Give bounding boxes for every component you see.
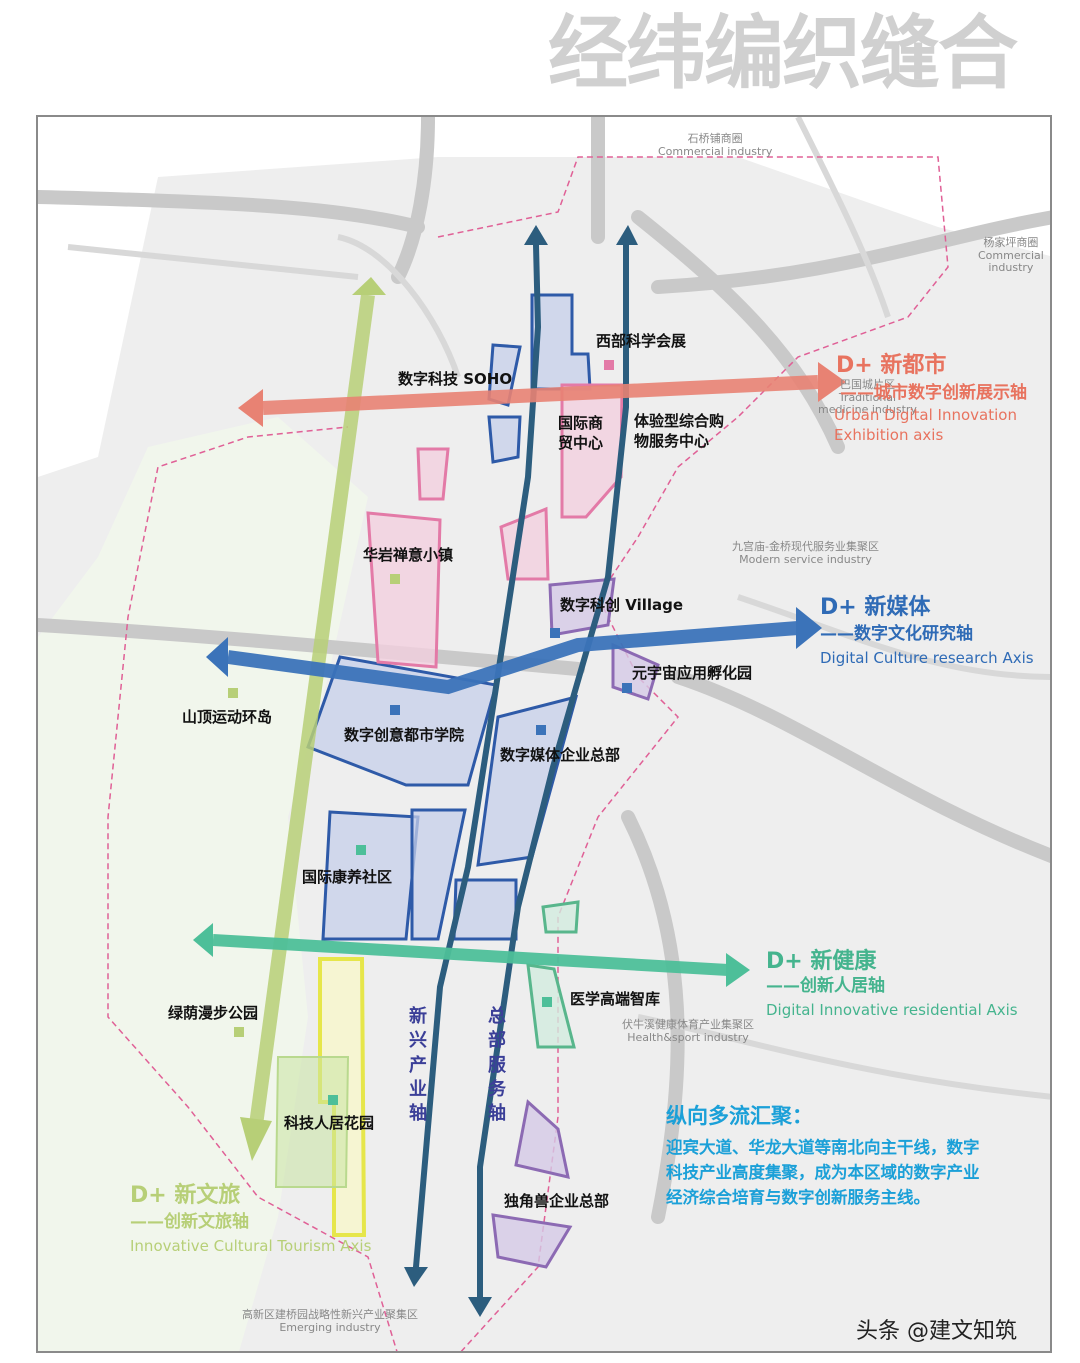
area-yangjiaping: 杨家坪商圈 Commercial industry: [978, 236, 1044, 275]
node-digital-creative-academy: 数字创意都市学院: [344, 726, 465, 744]
node-digital-media-hq: 数字媒体企业总部: [500, 746, 621, 764]
axis-urban-arrow-left: [238, 389, 263, 427]
area-funiuxi: 伏牛溪健康体育产业集聚区 Health&sport industry: [622, 1018, 754, 1044]
area-gaoxin-cn: 高新区建桥园战略性新兴产业聚集区: [242, 1308, 418, 1321]
area-jiugongmiao: 九宫庙-金桥现代服务业集聚区 Modern service industry: [732, 540, 879, 566]
marker-media-hq: [536, 725, 546, 735]
area-shiqiaopu-cn: 石桥铺商圈: [687, 132, 743, 145]
marker-huayan-town: [390, 574, 400, 584]
axis-health-en: Digital Innovative residential Axis: [766, 1001, 1018, 1019]
node-tech-living-garden: 科技人居花园: [284, 1114, 375, 1132]
axis-hq-service-label: 总部服务轴: [488, 1006, 506, 1125]
axis-health-title: D+ 新健康: [766, 949, 877, 974]
axis-media-en: Digital Culture research Axis: [820, 649, 1034, 667]
zone-pink: [366, 383, 624, 669]
node-hilltop-sports-island: 山顶运动环岛: [182, 708, 273, 726]
zone-green: [274, 1056, 350, 1188]
area-shiqiaopu-en: Commercial industry: [658, 144, 773, 158]
marker-green-walk-park: [234, 1027, 244, 1037]
node-green-walk-park: 绿荫漫步公园: [168, 1004, 259, 1022]
vertical-axis-lines: [413, 242, 629, 1300]
page-title: 经纬编织缝合: [548, 7, 1018, 100]
area-yangjiaping-cn: 杨家坪商圈: [983, 236, 1039, 249]
summary-title: 纵向多流汇聚：: [666, 1104, 813, 1128]
axis-urban-en2: Exhibition axis: [834, 426, 944, 444]
area-baguo-cn: 巴国城片区: [839, 378, 895, 391]
node-unicorn-hq: 独角兽企业总部: [504, 1192, 610, 1210]
marker-digital-village: [550, 628, 560, 638]
marker-metaverse-incubator: [622, 683, 632, 693]
area-yangjiaping-en2: industry: [988, 261, 1034, 275]
node-intl-trade-center-2: 贸中心: [558, 434, 604, 452]
node-intl-health-community: 国际康养社区: [302, 868, 393, 886]
axis-emerging-industry-label: 新兴产业轴: [409, 1006, 427, 1125]
axis-media-arrow-left: [206, 637, 228, 677]
axis-media-subtitle: ——数字文化研究轴: [820, 624, 973, 644]
axis-tourism-subtitle: ——创新文旅轴: [130, 1212, 249, 1232]
area-funiuxi-en: Health&sport industry: [627, 1030, 749, 1044]
axis-tourism-arrow-down: [240, 1117, 272, 1161]
vertical-axis-arrowheads: [404, 225, 638, 1317]
watermark-text: 头条 @建文知筑: [856, 1319, 1017, 1344]
area-funiuxi-cn: 伏牛溪健康体育产业集聚区: [622, 1018, 754, 1031]
area-yangjiaping-en1: Commercial: [978, 248, 1044, 262]
marker-medical-think-tank: [542, 997, 552, 1007]
area-baguo-en2: medicine industry: [818, 403, 917, 417]
summary-body: 迎宾大道、华龙大道等南北向主干线，数字科技产业高度集聚，成为本区域的数字产业经济…: [666, 1138, 980, 1207]
axis-media-line: [227, 621, 799, 695]
node-medical-think-tank: 医学高端智库: [570, 990, 661, 1008]
axis-health-line: [212, 934, 729, 976]
axis-health-arrow-right: [726, 953, 750, 987]
axis-urban-title: D+ 新都市: [836, 353, 947, 378]
node-digital-village: 数字科创 Village: [560, 596, 684, 614]
master-plan-map: 石桥铺商圈 Commercial industry 杨家坪商圈 Commerci…: [36, 115, 1052, 1353]
axis-urban-subtitle: ——城市数字创新展示轴: [840, 383, 1027, 403]
marker-west-science-expo: [604, 360, 614, 370]
area-jiugongmiao-en: Modern service industry: [739, 552, 872, 566]
area-shiqiaopu: 石桥铺商圈 Commercial industry: [658, 132, 773, 158]
axis-urban-en1: Urban Digital Innovation: [834, 406, 1017, 424]
node-huayan-zen-town: 华岩禅意小镇: [363, 546, 454, 564]
axis-tourism-line: [249, 294, 375, 1126]
axis-media-arrow-right: [796, 607, 822, 649]
area-gaoxin: 高新区建桥园战略性新兴产业聚集区 Emerging industry: [242, 1308, 418, 1334]
road-minor: [67, 117, 1050, 1100]
area-baguo: 巴国城片区 Traditional medicine industry: [818, 378, 917, 417]
area-baguo-en1: Traditional: [838, 390, 897, 404]
marker-health-community: [356, 845, 366, 855]
node-west-science-expo: 西部科学会展: [596, 332, 687, 350]
axis-health-subtitle: ——创新人居轴: [766, 976, 885, 996]
node-experiential-shopping-1: 体验型综合购: [634, 412, 725, 430]
axis-tourism-arrow-up: [352, 277, 386, 295]
marker-creative-academy: [390, 705, 400, 715]
summary-box: 纵向多流汇聚： 迎宾大道、华龙大道等南北向主干线，数字科技产业高度集聚，成为本区…: [666, 1100, 986, 1210]
marker-tech-living-garden: [328, 1095, 338, 1105]
map-canvas: [38, 117, 1050, 1351]
area-jiugongmiao-cn: 九宫庙-金桥现代服务业集聚区: [732, 540, 879, 553]
node-metaverse-incubator: 元宇宙应用孵化园: [632, 664, 753, 682]
area-gaoxin-en: Emerging industry: [279, 1320, 381, 1334]
node-experiential-shopping-2: 物服务中心: [634, 432, 710, 450]
node-digital-soho: 数字科技 SOHO: [398, 370, 513, 388]
axis-tourism-title: D+ 新文旅: [130, 1183, 241, 1208]
axis-media-title: D+ 新媒体: [820, 595, 931, 620]
marker-hilltop-sports: [228, 688, 238, 698]
zone-purple: [491, 577, 660, 1269]
axis-urban-arrow-right: [818, 362, 846, 402]
node-intl-trade-center-1: 国际商: [558, 414, 604, 432]
axis-tourism-en: Innovative Cultural Tourism Axis: [130, 1237, 372, 1255]
axis-health-arrow-left: [193, 923, 213, 957]
axis-urban-line: [262, 375, 819, 415]
